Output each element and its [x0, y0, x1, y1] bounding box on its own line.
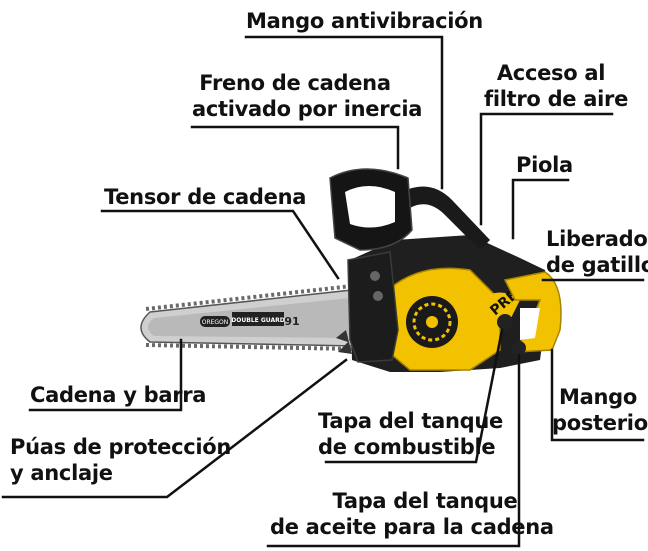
label-acceso-line2: filtro de aire: [484, 87, 629, 111]
leader-tapa-aceite: [266, 353, 521, 548]
label-mango-antivibracion: Mango antivibración: [246, 9, 483, 33]
leader-cadena: [28, 338, 183, 412]
bumper-spikes: [336, 330, 352, 354]
leader-tapa-combustible: [324, 328, 504, 464]
label-liberador-line1: Liberador: [546, 227, 648, 251]
leader-puas: [1, 358, 348, 499]
label-mango-posterior-line1: Mango: [559, 385, 637, 409]
front-handle-tube: [402, 186, 490, 250]
bar-number-text: 91: [284, 315, 299, 328]
label-tapa-aceite-line2: de aceite para la cadena: [270, 515, 554, 539]
label-puas-line2: y anclaje: [10, 461, 113, 485]
label-piola: Piola: [516, 153, 573, 177]
bar-brand-text: OREGON: [202, 319, 229, 326]
leader-mango-antivibracion: [244, 35, 444, 190]
leader-freno: [190, 125, 400, 170]
leader-tensor: [100, 209, 340, 280]
chain: [145, 284, 355, 351]
label-freno-line1: Freno de cadena: [199, 71, 391, 95]
label-tapa-combustible-line2: de combustible: [318, 435, 496, 459]
label-liberador-line2: de gatillo: [546, 253, 648, 277]
label-acceso-line1: Acceso al: [496, 61, 606, 85]
leader-lines: [1, 35, 645, 548]
label-freno-line2: activado por inercia: [192, 97, 423, 121]
bar-logos: OREGON DOUBLE GUARD 91: [200, 312, 300, 328]
leader-piola: [511, 178, 570, 240]
bar-model-text: DOUBLE GUARD: [231, 317, 284, 324]
label-puas-line1: Púas de protección: [10, 435, 232, 459]
label-mango-posterior-line2: posterior: [552, 411, 648, 435]
label-tapa-combustible-line1: Tapa del tanque: [318, 409, 503, 433]
sprocket-cover: [347, 251, 399, 363]
fuel-cap: [497, 314, 513, 330]
leader-mango-posterior: [550, 348, 645, 442]
leader-acceso: [479, 112, 614, 226]
label-cadena-barra: Cadena y barra: [30, 383, 207, 407]
label-tensor: Tensor de cadena: [104, 185, 307, 209]
oil-cap: [512, 341, 526, 355]
label-tapa-aceite-line1: Tapa del tanque: [332, 489, 518, 513]
